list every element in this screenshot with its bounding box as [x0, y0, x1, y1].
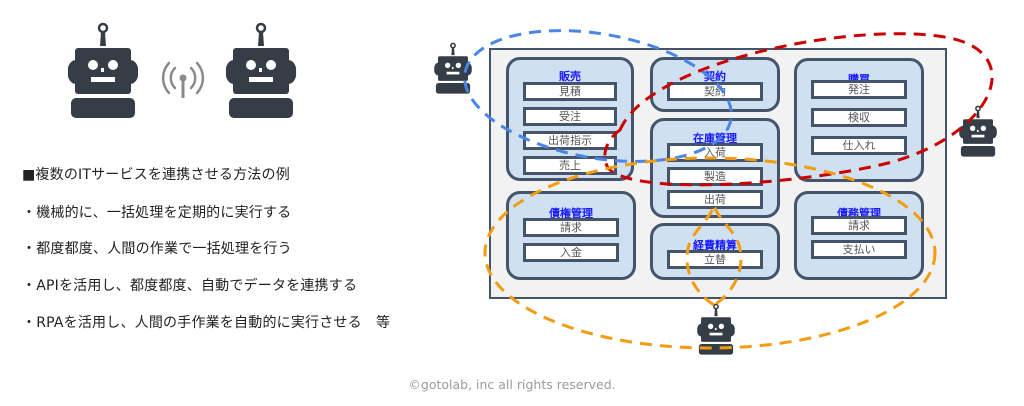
robot-icon-left [60, 22, 146, 118]
group-inventory: 在庫管理 入荷 製造 出荷 [650, 118, 780, 218]
robot-icon-right [218, 22, 304, 118]
group-payables: 債務管理 請求 支払い [794, 191, 924, 280]
group-item: 入荷 [667, 143, 763, 162]
robot-icon-bottom [693, 303, 739, 355]
methods-heading: ■複数のITサービスを連携させる方法の例 [22, 167, 290, 183]
group-item: 入金 [523, 243, 619, 262]
group-item: 検収 [811, 108, 907, 127]
group-item: 受注 [523, 107, 617, 126]
wireless-signal-icon [161, 60, 205, 104]
group-item: 契約 [667, 82, 763, 101]
group-item: 出荷 [667, 190, 763, 209]
method-item: ・都度都度、人間の作業で一括処理を行う [22, 241, 292, 257]
method-item: ・機械的に、一括処理を定期的に実行する [22, 205, 292, 221]
group-receivables: 債権管理 請求 入金 [506, 191, 636, 280]
robot-icon-purchasing [955, 105, 1001, 157]
group-item: 立替 [667, 250, 763, 269]
group-item: 見積 [523, 82, 617, 101]
robot-icon-sales [430, 42, 476, 94]
group-purchasing: 購買 発注 検収 仕入れ [794, 58, 924, 182]
copyright-footer: ©gotolab, inc all rights reserved. [408, 377, 616, 392]
group-contract: 契約 契約 [650, 57, 780, 112]
group-item: 請求 [523, 218, 619, 237]
group-item: 出荷指示 [523, 131, 617, 150]
method-item: ・RPAを活用し、人間の手作業を自動的に実行させる 等 [22, 315, 391, 331]
group-item: 製造 [667, 167, 763, 186]
group-expenses: 経費精算 立替 [650, 223, 780, 280]
group-item: 発注 [811, 80, 907, 99]
group-item: 支払い [811, 240, 907, 259]
method-item: ・APIを活用し、都度都度、自動でデータを連携する [22, 278, 358, 294]
group-item: 仕入れ [811, 136, 907, 155]
group-item: 売上 [523, 156, 617, 175]
group-item: 請求 [811, 216, 907, 235]
group-sales: 販売 見積 受注 出荷指示 売上 [506, 57, 634, 181]
